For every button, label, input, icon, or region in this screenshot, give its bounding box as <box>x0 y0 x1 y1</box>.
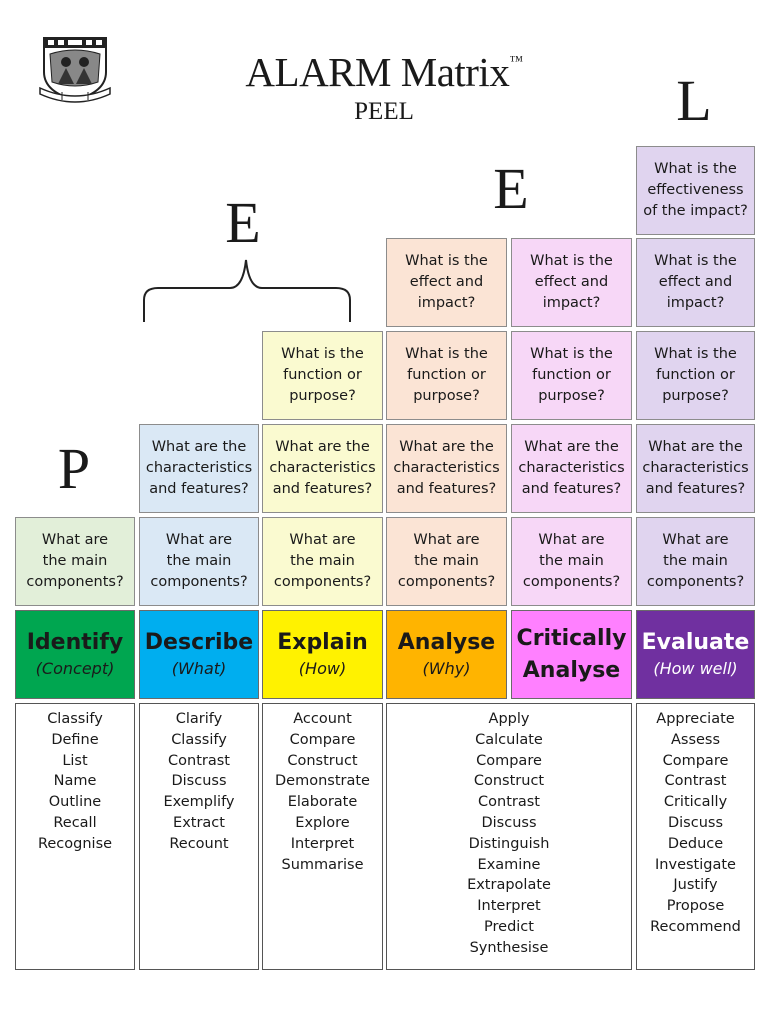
column-header-describe: Describe (What) <box>139 610 259 699</box>
verb-list-evaluate: Appreciate Assess Compare Contrast Criti… <box>636 703 755 970</box>
school-crest-logo <box>39 37 111 103</box>
peel-letter-p: P <box>57 436 91 501</box>
list-item: Construct <box>287 752 358 769</box>
list-item: Compare <box>476 752 542 769</box>
list-item: Recall <box>53 814 97 831</box>
list-item: Distinguish <box>468 835 550 852</box>
list-item: Contrast <box>478 794 540 811</box>
list-item: Compare <box>662 752 729 769</box>
list-item: Examine <box>477 856 541 873</box>
list-item: Classify <box>171 731 227 748</box>
list-item: Calculate <box>475 731 543 748</box>
peel-letter-l: L <box>676 68 712 133</box>
list-item: Name <box>53 773 97 790</box>
peel-letter-e-left: E <box>225 190 261 255</box>
column-header-evaluate: Evaluate (How well) <box>636 610 755 699</box>
list-item: Outline <box>48 794 102 811</box>
list-item: Define <box>51 731 99 748</box>
list-item: Investigate <box>655 856 736 873</box>
list-item: Contrast <box>664 773 727 790</box>
list-item: Classify <box>47 711 103 727</box>
page-subtitle: PEEL <box>354 98 414 125</box>
list-item: Propose <box>666 898 725 915</box>
list-item: Extract <box>173 814 225 831</box>
list-item: Summarise <box>281 856 364 873</box>
list-item: Deduce <box>667 835 724 852</box>
list-item: Predict <box>484 918 534 935</box>
list-item: Account <box>293 711 352 727</box>
list-item: Recount <box>169 835 229 852</box>
list-item: Elaborate <box>287 794 358 811</box>
column-header-explain: Explain (How) <box>262 610 383 699</box>
list-item: Clarify <box>175 711 223 727</box>
list-item: Discuss <box>481 814 537 831</box>
column-header-critically-analyse: Critically Analyse <box>511 610 632 699</box>
curly-brace <box>143 259 351 322</box>
list-item: Demonstrate <box>275 773 370 790</box>
list-item: List <box>62 752 88 769</box>
list-item: Apply <box>488 711 530 727</box>
list-item: Contrast <box>168 752 230 769</box>
peel-letter-e-right: E <box>493 156 529 221</box>
list-item: Discuss <box>667 814 724 831</box>
list-item: Discuss <box>171 773 227 790</box>
verb-list-identify: Classify Define List Name Outline Recall… <box>15 703 135 970</box>
list-item: Assess <box>670 731 721 748</box>
list-item: Interpret <box>477 898 541 915</box>
list-item: Construct <box>473 773 545 790</box>
list-item: Critically <box>663 794 728 811</box>
list-item: Compare <box>289 731 356 748</box>
list-item: Recognise <box>37 835 113 852</box>
verb-list-describe: Clarify Classify Contrast Discuss Exempl… <box>139 703 259 970</box>
list-item: Recommend <box>650 918 741 935</box>
list-item: Synthesise <box>469 939 549 956</box>
verb-list-analyse-critically-analyse: Apply Calculate Compare Construct Contra… <box>386 703 632 970</box>
list-item: Extrapolate <box>467 877 551 894</box>
list-item: Exemplify <box>163 794 235 811</box>
column-header-analyse: Analyse (Why) <box>386 610 507 699</box>
verb-list-explain: Account Compare Construct Demonstrate El… <box>262 703 383 970</box>
column-header-identify: Identify (Concept) <box>15 610 135 699</box>
list-item: Justify <box>673 877 718 894</box>
list-item: Appreciate <box>656 711 735 727</box>
list-item: Explore <box>295 814 350 831</box>
list-item: Interpret <box>290 835 355 852</box>
page-title: ALARM Matrix™ <box>245 49 523 95</box>
